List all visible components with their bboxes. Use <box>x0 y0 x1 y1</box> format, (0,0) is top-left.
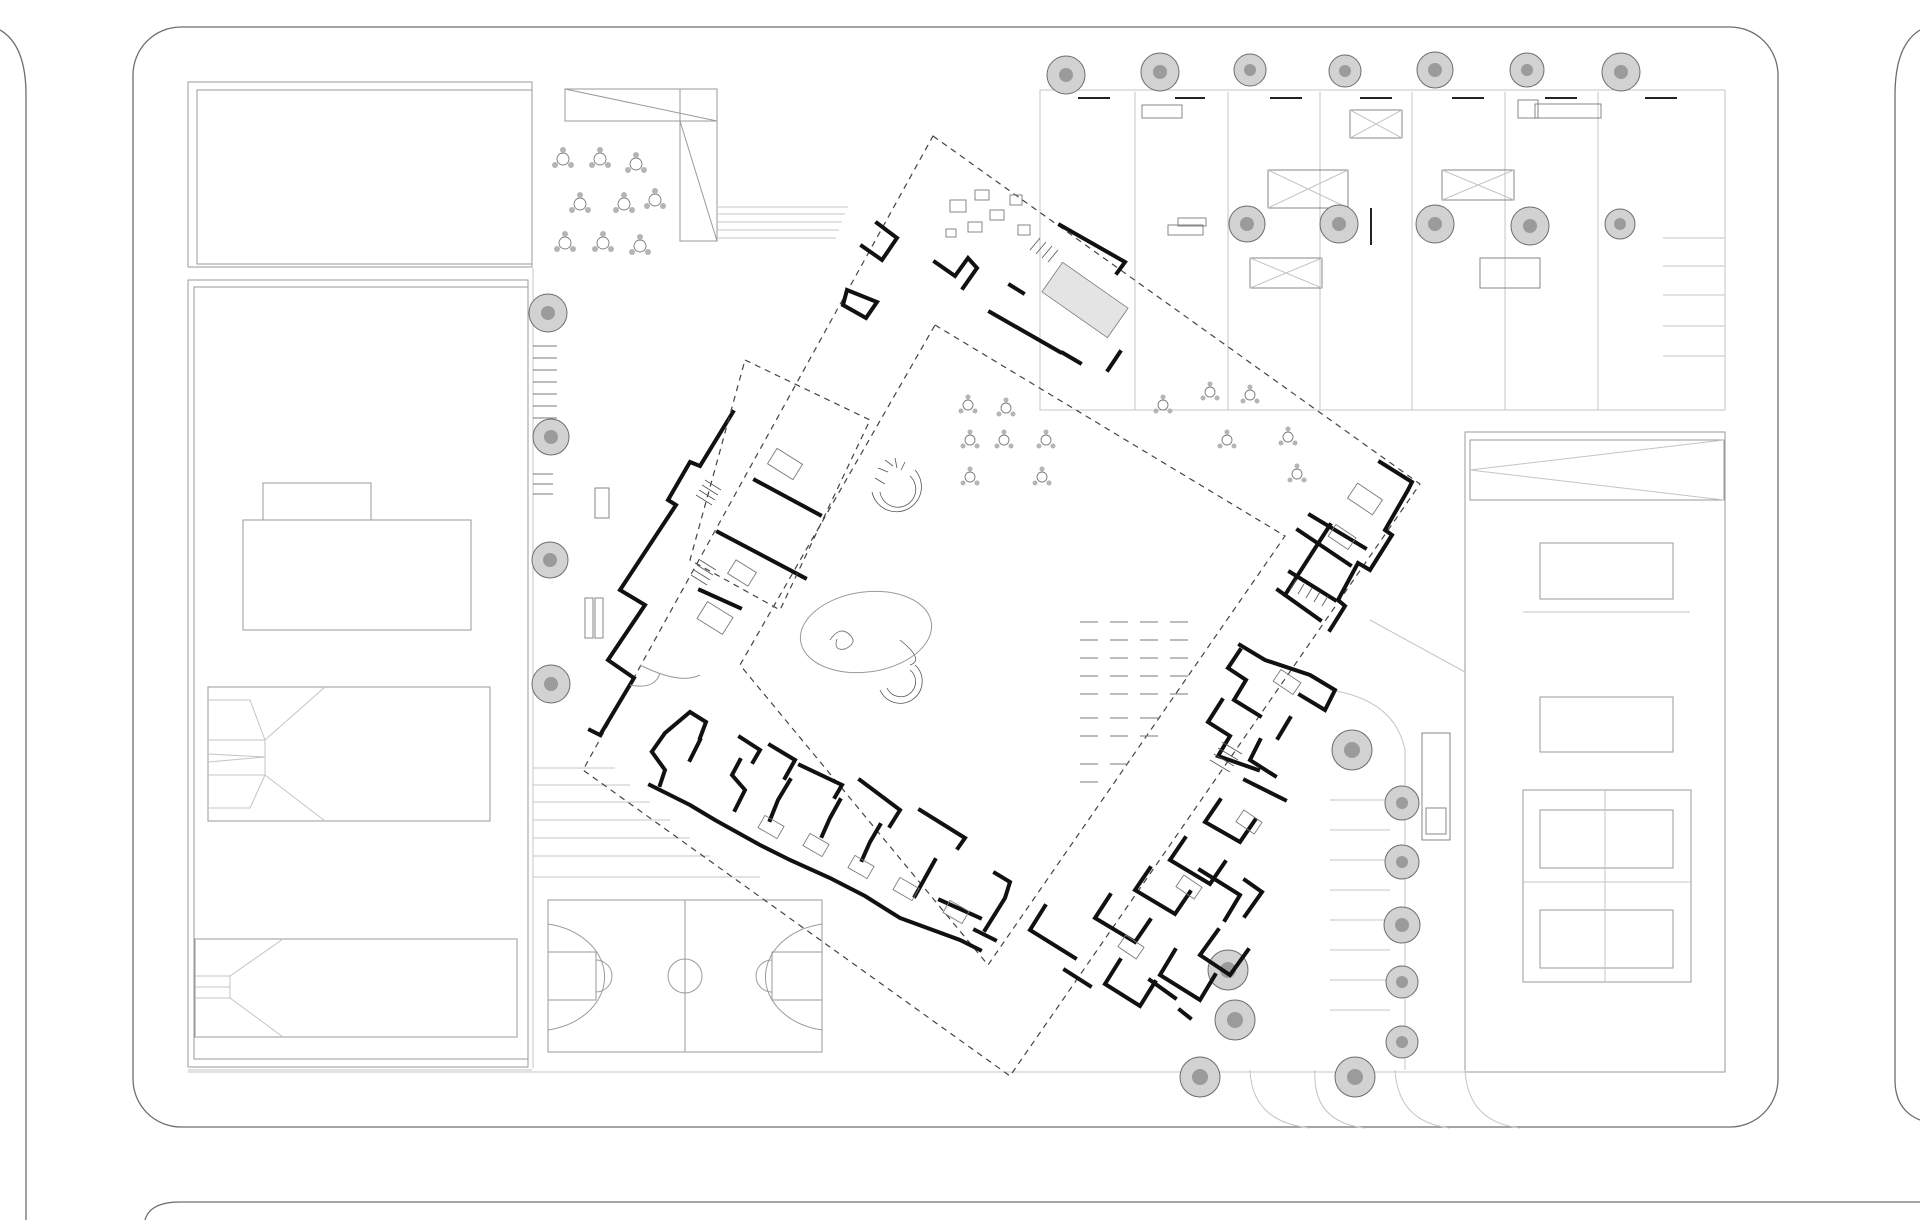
tree-icon <box>528 293 568 333</box>
tree-icon <box>1416 51 1454 89</box>
east-wing <box>1275 459 1415 633</box>
courtyard-feature <box>629 590 933 687</box>
table-cluster-icon <box>1200 381 1220 401</box>
tree-icon <box>1415 204 1455 244</box>
tree-icon <box>1604 208 1636 240</box>
tree-icon <box>1385 1025 1419 1059</box>
tree-icon <box>1328 54 1362 88</box>
roof-plan-2 <box>194 938 518 1038</box>
table-cluster-icon <box>589 147 611 168</box>
tree-icon <box>1384 785 1420 821</box>
tree-icon <box>1179 1056 1221 1098</box>
tree-icon <box>1383 906 1421 944</box>
table-cluster-icon <box>1032 466 1052 486</box>
top-left-field <box>187 81 533 268</box>
tree-icon <box>1385 965 1419 999</box>
top-entry-terrace <box>564 88 848 242</box>
table-cluster-icon <box>569 192 591 213</box>
top-right-play-area <box>1039 89 1726 411</box>
school-building <box>582 135 1421 1077</box>
table-cluster-icon <box>960 466 980 486</box>
table-cluster-icon <box>1287 463 1307 483</box>
tree-icon <box>1207 949 1249 991</box>
left-zone <box>187 81 533 1071</box>
building-annex <box>262 482 372 521</box>
roof-plan-1 <box>207 686 491 822</box>
tree-icon <box>1046 55 1086 95</box>
parking-area <box>188 619 1521 1129</box>
table-cluster-icon <box>644 188 666 209</box>
table-cluster-icon <box>958 394 978 414</box>
table-cluster-icon <box>592 231 614 252</box>
tree-icon <box>532 418 570 456</box>
tree-icon <box>1140 52 1180 92</box>
tree-icon <box>1601 52 1641 92</box>
walkway-stripes <box>532 268 760 1068</box>
table-cluster-icon <box>1278 426 1298 446</box>
table-cluster-icon <box>1240 384 1260 404</box>
vehicle-bus <box>1421 732 1451 841</box>
table-cluster-icon <box>629 234 651 255</box>
table-cluster-icon <box>1153 394 1173 414</box>
table-cluster-icon <box>1036 429 1056 449</box>
table-cluster-icon <box>960 429 980 449</box>
tree-icon <box>1331 729 1373 771</box>
southwest-classrooms <box>647 709 1013 953</box>
table-cluster-icon <box>552 147 574 168</box>
table-cluster-icon <box>625 152 647 173</box>
north-wing <box>840 220 1129 373</box>
central-building-footprint <box>242 519 472 631</box>
spiral-stair-icon <box>871 457 922 513</box>
adjacent-block-left-edge <box>0 29 27 1220</box>
tree-icon <box>1334 1056 1376 1098</box>
trees <box>528 51 1641 1098</box>
table-cluster-icon <box>1217 429 1237 449</box>
table-cluster-icon <box>994 429 1014 449</box>
left-large-field <box>187 279 529 1068</box>
tree-icon <box>1384 844 1420 880</box>
table-cluster-icon <box>554 231 576 252</box>
shade-canopies <box>1141 99 1602 289</box>
tree-icon <box>1214 999 1256 1041</box>
table-cluster-icon <box>996 397 1016 417</box>
site-block-boundary <box>132 26 1779 1128</box>
adjacent-block-right-edge <box>1894 29 1920 1121</box>
basketball-court <box>547 899 823 1053</box>
southeast-classrooms <box>1027 642 1338 1021</box>
outdoor-seating-left <box>533 147 666 639</box>
right-sports-field <box>1464 431 1726 1073</box>
courtyard-seating <box>958 381 1307 486</box>
tree-icon <box>1510 206 1550 246</box>
spiral-stair-icon <box>879 639 923 704</box>
tree-icon <box>531 541 569 579</box>
outdoor-classroom-seats <box>1080 621 1188 783</box>
tree-icon <box>1319 204 1359 244</box>
table-cluster-icon <box>613 192 635 213</box>
north-wing-furniture <box>945 189 1031 238</box>
tree-icon <box>1233 53 1267 87</box>
adjacent-block-bottom-edge <box>144 1201 1920 1220</box>
bike-racks <box>533 345 557 495</box>
west-wing <box>587 359 871 738</box>
tree-icon <box>1509 52 1545 88</box>
tree-icon <box>1228 205 1266 243</box>
tree-icon <box>531 664 571 704</box>
